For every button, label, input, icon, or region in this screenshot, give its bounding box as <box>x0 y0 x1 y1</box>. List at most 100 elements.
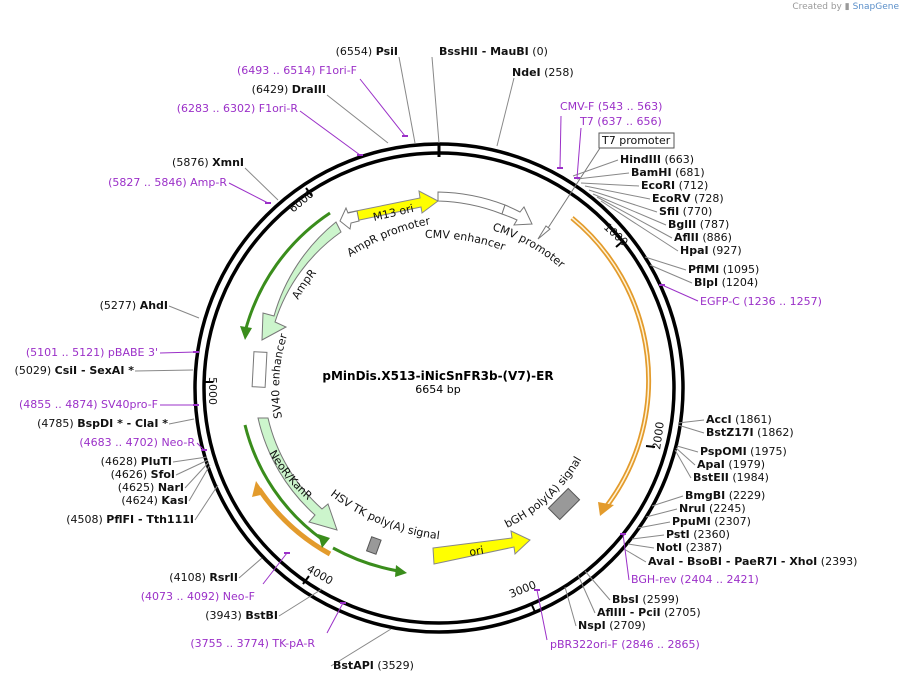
leader-line <box>172 456 208 463</box>
site-name: EcoRV <box>652 192 691 205</box>
leader-line <box>168 305 200 319</box>
leader-line <box>677 424 705 434</box>
primer-range: (2404 .. 2421) <box>677 573 759 586</box>
t7-promoter-leader <box>547 147 601 229</box>
primer-label: (4073 .. 4092) Neo-F <box>141 590 255 603</box>
site-name: AhdI <box>140 299 168 312</box>
primer-range: (3755 .. 3774) <box>190 637 272 650</box>
site-name: DraIII <box>292 83 326 96</box>
site-position: (712) <box>675 179 708 192</box>
site-position: (4508) <box>66 513 106 526</box>
leader-line <box>184 461 210 489</box>
site-name: RsrII <box>209 571 238 584</box>
site-name: ApaI <box>697 458 725 471</box>
site-position: (663) <box>661 153 694 166</box>
feature-ampr-promoter <box>339 206 360 230</box>
site-name: XmnI <box>212 156 244 169</box>
plasmid-length: 6654 bp <box>415 383 460 396</box>
primer-range: (4855 .. 4874) <box>19 398 101 411</box>
leader-line <box>584 185 651 200</box>
leader-line <box>572 159 619 177</box>
site-name: NarI <box>158 481 184 494</box>
site-position: (1861) <box>732 413 772 426</box>
site-position: (1862) <box>754 426 794 439</box>
site-label: (6429) DraIII <box>252 83 326 96</box>
site-position: (2245) <box>706 502 746 515</box>
leader-line <box>431 56 440 144</box>
site-label: BamHI (681) <box>631 166 705 179</box>
site-label: HindIII (663) <box>620 153 694 166</box>
leader-line <box>637 521 671 529</box>
primer-range: (6493 .. 6514) <box>237 64 319 77</box>
site-label: (5876) XmnI <box>172 156 244 169</box>
site-name: PsiI <box>376 45 398 58</box>
site-name: HindIII <box>620 153 661 166</box>
leader-line <box>600 200 679 252</box>
site-position: (2360) <box>690 528 730 541</box>
leader-line <box>651 495 684 507</box>
site-position: (6429) <box>252 83 292 96</box>
neo-green-arc <box>243 424 324 542</box>
tick-label-2000: 2000 <box>650 421 667 451</box>
site-name: NspI <box>578 619 606 632</box>
primer-label: (6283 .. 6302) F1ori-R <box>177 102 299 115</box>
leader-line <box>677 419 705 424</box>
primer-label: (5101 .. 5121) pBABE 3' <box>26 346 158 359</box>
leader-line <box>674 449 692 479</box>
site-label: (4108) RsrII <box>169 571 238 584</box>
site-label: BssHII - MauBI (0) <box>439 45 548 58</box>
site-position: (2599) <box>639 593 679 606</box>
site-label: SfiI (770) <box>659 205 712 218</box>
site-name: AflII <box>674 231 699 244</box>
site-name: BstAPI <box>333 659 374 672</box>
leader-line <box>228 182 269 204</box>
primer-name: SV40pro-F <box>101 398 158 411</box>
site-name: BamHI <box>631 166 672 179</box>
primer-name: CMV-F <box>560 100 594 113</box>
primer-range: (543 .. 563) <box>594 100 662 113</box>
site-label: (4624) KasI <box>121 494 188 507</box>
site-name: BstEII <box>693 471 729 484</box>
site-position: (886) <box>699 231 732 244</box>
leader-line <box>238 557 263 579</box>
site-position: (2387) <box>682 541 722 554</box>
site-label: (4626) SfoI <box>111 468 175 481</box>
leader-line <box>627 543 655 549</box>
site-position: (1984) <box>729 471 769 484</box>
site-position: (927) <box>709 244 742 257</box>
primer-range: (4683 .. 4702) <box>79 436 161 449</box>
site-label: AflII (886) <box>674 231 732 244</box>
orf-arrowhead-right <box>598 502 614 516</box>
primer-label: (4855 .. 4874) SV40pro-F <box>19 398 158 411</box>
site-position: (258) <box>541 66 574 79</box>
site-name: SfoI <box>151 468 175 481</box>
leader-line <box>631 534 665 540</box>
site-name: PluTI <box>141 455 172 468</box>
leader-line <box>577 574 596 614</box>
site-label: NotI (2387) <box>656 541 722 554</box>
site-name: PflFI - Tth111I <box>106 513 194 526</box>
primer-label: (6493 .. 6514) F1ori-F <box>237 64 357 77</box>
neo-green-arrowhead <box>318 534 330 548</box>
site-position: (4625) <box>118 481 158 494</box>
site-label: BglII (787) <box>668 218 729 231</box>
primer-label: pBR322ori-F (2846 .. 2865) <box>550 638 700 651</box>
leader-line <box>622 533 630 581</box>
site-name: PflMI <box>688 263 719 276</box>
leader-line <box>588 189 658 213</box>
site-label: PspOMI (1975) <box>700 445 787 458</box>
primer-range: (1236 .. 1257) <box>740 295 822 308</box>
site-position: (2393) <box>817 555 857 568</box>
site-name: HpaI <box>680 244 709 257</box>
site-label: (5277) AhdI <box>100 299 168 312</box>
leader-line <box>168 418 195 425</box>
leader-line <box>564 586 577 627</box>
site-position: (5876) <box>172 156 212 169</box>
site-label: AccI (1861) <box>706 413 772 426</box>
primer-range: (5101 .. 5121) <box>26 346 108 359</box>
site-position: (787) <box>696 218 729 231</box>
site-label: PstI (2360) <box>666 528 730 541</box>
leader-line <box>584 570 611 601</box>
